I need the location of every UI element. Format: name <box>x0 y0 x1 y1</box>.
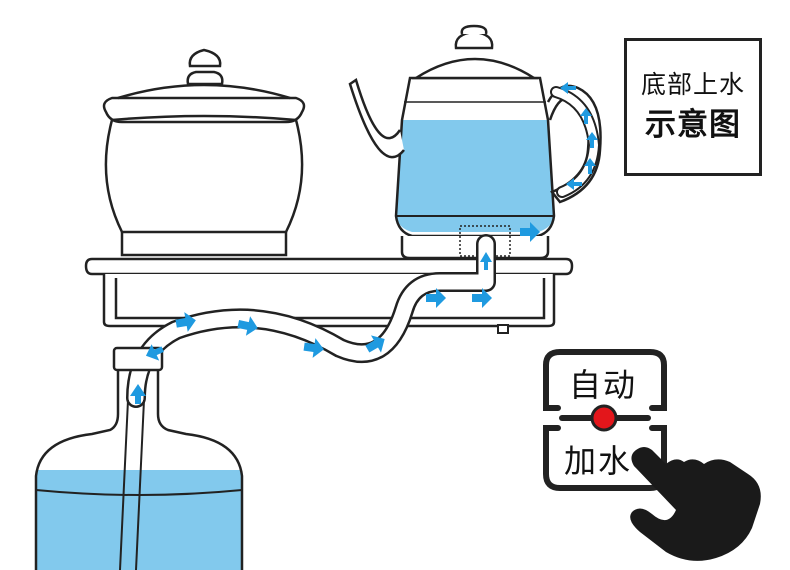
title-box: 底部上水 示意图 <box>624 38 762 176</box>
flow-arrow <box>130 384 146 404</box>
drain-nozzle <box>497 324 509 334</box>
water-bottle <box>34 346 244 570</box>
title-line2: 示意图 <box>645 107 741 143</box>
button-top-label[interactable]: 自动 <box>568 366 637 404</box>
flow-arrow <box>303 338 324 358</box>
flow-arrow <box>480 252 492 270</box>
indicator-light <box>590 404 618 432</box>
flow-arrow <box>365 335 385 353</box>
flow-arrow <box>580 108 592 124</box>
flow-arrows <box>130 82 598 404</box>
flow-arrow <box>520 222 540 242</box>
flow-arrow <box>237 316 258 336</box>
title-line1: 底部上水 <box>640 70 745 99</box>
flow-arrow <box>145 344 164 361</box>
button-bottom-label[interactable]: 加水 <box>563 442 632 480</box>
flow-arrow <box>586 132 598 148</box>
flow-arrow <box>566 178 582 190</box>
flow-arrow <box>560 82 576 94</box>
hand-pointer-icon <box>630 447 761 561</box>
flow-arrow <box>472 288 492 308</box>
kettle <box>348 24 602 260</box>
pot <box>102 48 306 257</box>
flow-arrow <box>426 288 446 308</box>
flow-arrow <box>175 312 196 332</box>
tray <box>84 257 574 328</box>
flow-arrow <box>584 158 596 174</box>
